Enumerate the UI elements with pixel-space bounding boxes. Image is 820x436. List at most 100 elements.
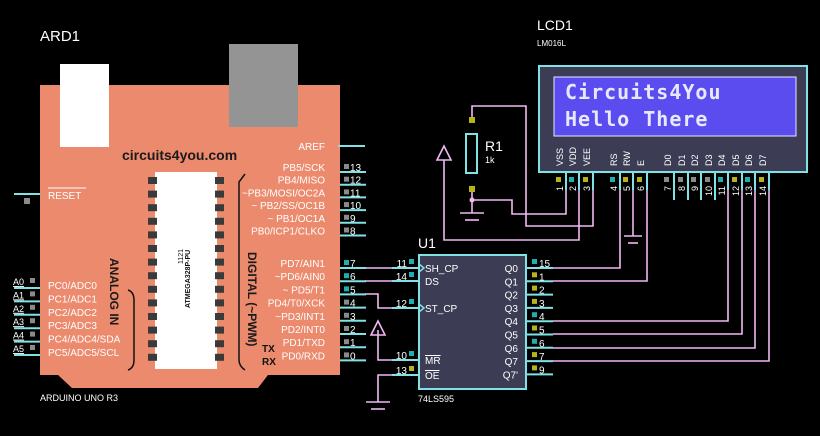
u1-pin-name: OE <box>425 371 440 382</box>
lcd-pin[interactable]: 9D2 <box>690 154 702 200</box>
digital-pin-number: 3 <box>350 312 356 323</box>
r1-value-label: 1k <box>485 155 495 165</box>
u1-pin-number: 14 <box>396 272 408 283</box>
digital-pin[interactable]: 10~ PB2/SS/OC1B <box>251 201 366 212</box>
lcd-pin-number: 6 <box>636 186 646 191</box>
digital-pin[interactable]: 11~PB3/MOSI/OC2A <box>242 188 366 199</box>
analog-pin-number: A3 <box>13 317 24 327</box>
lcd-pin[interactable]: 14 D7 <box>758 154 770 196</box>
u1-right-pin[interactable]: 7Q7 <box>505 352 553 368</box>
u1-right-pin[interactable]: 2Q2 <box>505 285 553 302</box>
lcd-pin-name: RW <box>622 151 632 166</box>
lcd-pin-marker <box>583 177 588 182</box>
wire-q5-d5[interactable] <box>553 190 743 335</box>
u1-pin-name: Q7' <box>503 370 518 381</box>
digital-pin-number: 2 <box>350 325 356 336</box>
lcd-pin-marker <box>610 177 615 182</box>
lcd-pin[interactable]: 4RS <box>609 153 621 191</box>
lcd-pin-number: 12 <box>731 186 741 196</box>
digital-pin-marker <box>344 299 349 305</box>
lcd-pin-name: D7 <box>758 154 768 166</box>
r1-body[interactable] <box>465 133 478 174</box>
u1-right-pin[interactable]: 6Q6 <box>505 338 553 355</box>
resistor-r1[interactable]: R1 1k <box>465 117 503 192</box>
digital-pin-number: 4 <box>350 299 356 310</box>
lcd-module[interactable]: LCD1 LM016L Circuits4You Hello There 1VS… <box>537 17 808 200</box>
chip-part-number: ATMEGA328P-PU <box>185 250 192 308</box>
wire-vee-r1[interactable] <box>471 105 594 227</box>
digital-pin[interactable]: 5~ PD5/T1 <box>282 285 366 296</box>
u1-right-pin[interactable]: 5Q5 <box>505 325 553 342</box>
digital-pin-function: ~ PB2/SS/OC1B <box>251 201 325 212</box>
u1-body[interactable] <box>418 254 527 390</box>
chip-pin <box>148 217 157 225</box>
wire-mr-vcc[interactable] <box>377 330 392 361</box>
lcd-pin[interactable]: 6E <box>636 160 648 191</box>
digital-pin[interactable]: 9~ PB1/OC1A <box>267 214 366 225</box>
wire-q7-d7[interactable] <box>553 190 770 362</box>
digital-brace <box>238 173 246 371</box>
u1-pin-number: 12 <box>396 299 408 310</box>
wire-d5-stcp[interactable] <box>365 293 392 309</box>
u1-right-pin[interactable]: 1Q1 <box>505 272 553 288</box>
digital-pin-marker <box>344 214 349 220</box>
digital-pin-number: 6 <box>350 272 356 283</box>
arduino-board[interactable]: ARD1 circuits4you.com ATMEGA328P-PU 1121… <box>13 28 366 403</box>
atmega-chip[interactable] <box>155 172 217 369</box>
digital-pin[interactable]: 3~PD3/INT1 <box>275 312 366 323</box>
u1-pin-marker <box>409 299 414 304</box>
digital-pin-marker <box>344 286 349 292</box>
brand-label: circuits4you.com <box>122 147 237 163</box>
wire-q6-d6[interactable] <box>553 190 756 349</box>
u1-right-pin[interactable]: 3Q3 <box>505 298 553 315</box>
u1-right-pin[interactable]: 4Q4 <box>505 312 553 328</box>
lcd-model-label: LM016L <box>537 39 566 48</box>
u1-pin-marker <box>409 272 414 277</box>
lcd-pin-marker <box>691 177 696 182</box>
lcd-pin-number: 14 <box>758 186 768 196</box>
digital-pin-function: ~PB3/MOSI/OC2A <box>242 188 325 199</box>
digital-pin[interactable]: 6~PD6/AIN0 <box>275 272 366 283</box>
wire-q4-d4[interactable] <box>553 190 729 322</box>
wire-vss-gnd[interactable] <box>472 190 567 215</box>
chip-pin <box>148 177 157 184</box>
wire-q0-rs[interactable] <box>553 190 621 269</box>
lcd-pin[interactable]: 7D0 <box>663 154 675 200</box>
wire-vdd-vcc[interactable] <box>443 160 580 241</box>
lcd-pin[interactable]: 5RW <box>622 151 634 191</box>
wire-q1-e[interactable] <box>553 190 648 282</box>
u1-pin-number: 7 <box>539 352 545 363</box>
wire-oe-gnd[interactable] <box>377 374 392 402</box>
analog-pin-marker <box>30 331 35 337</box>
lcd-pin[interactable]: 8D1 <box>677 154 689 200</box>
u1-right-pin[interactable]: 9Q7' <box>503 365 553 381</box>
